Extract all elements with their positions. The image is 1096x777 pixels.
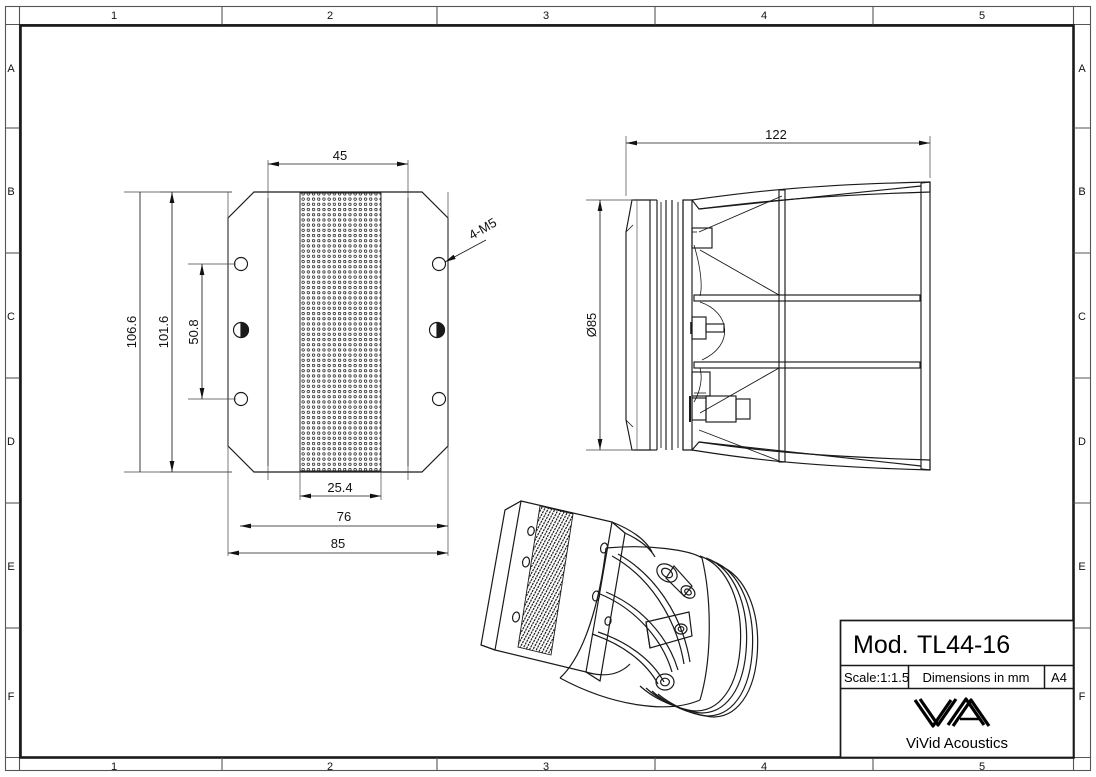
- zone-col-5-bottom: 5: [979, 761, 985, 773]
- front-view-dimension-lines: [139, 161, 448, 556]
- horn-center-rib: [778, 189, 786, 463]
- lower-connector-assembly: [689, 371, 751, 423]
- zone-row-d-left: D: [7, 436, 15, 448]
- zone-row-c-right: C: [1078, 311, 1086, 323]
- title-block: Mod. TL44-16 Scale:1:1.5 Dimensions in m…: [839, 619, 1075, 759]
- dim-106-6: 106.6: [124, 316, 139, 349]
- zone-col-1-bottom: 1: [111, 761, 117, 773]
- iso-mid-bracket: [645, 611, 693, 649]
- grille-perforation-area: [299, 192, 382, 472]
- zone-col-2-bottom: 2: [327, 761, 333, 773]
- horn-mouth-edge: [920, 182, 931, 470]
- zone-row-a-right: A: [1078, 63, 1086, 75]
- side-view-horn-assembly: [625, 181, 931, 471]
- iso-horn-mouth-rings: [639, 555, 759, 718]
- side-view-dimension-texts: 122 Ø85: [584, 127, 787, 337]
- zone-row-f-right: F: [1079, 691, 1086, 703]
- zone-row-b-left: B: [7, 186, 14, 198]
- title-block-brand: ViVid Acoustics: [906, 735, 1008, 752]
- dim-76: 76: [337, 509, 351, 524]
- dim-25-4: 25.4: [327, 480, 352, 495]
- front-view-extension-lines: [124, 160, 449, 556]
- front-view-dimension-texts: 45 106.6 101.6 50.8 25.4 76 85: [124, 148, 353, 551]
- zone-col-4-top: 4: [761, 10, 767, 22]
- dim-101-6: 101.6: [156, 316, 171, 349]
- zone-row-ticks: [5, 127, 1091, 629]
- title-block-model-value: TL44-16: [917, 631, 1010, 659]
- iso-plate-chamfers: [480, 500, 626, 682]
- horn-vane-lower: [693, 361, 921, 369]
- isometric-view-compression-driver-horn: [480, 500, 759, 718]
- zone-row-e-right: E: [1078, 561, 1085, 573]
- center-shaft-assembly: [690, 316, 725, 340]
- thread-callout-4-m5: 4-M5: [444, 215, 499, 263]
- title-block-model-label: Mod.: [853, 631, 909, 659]
- zone-numbers-top: 1 2 3 4 5: [111, 10, 985, 22]
- thread-callout-label: 4-M5: [466, 215, 499, 243]
- side-boss-right: [428, 321, 446, 339]
- title-block-units: Dimensions in mm: [923, 670, 1030, 685]
- title-block-paper-size: A4: [1051, 670, 1067, 685]
- horn-upper-flare: [690, 181, 931, 210]
- driver-rear-body: [625, 199, 651, 451]
- iso-grille-perforation: [517, 505, 574, 656]
- front-view-mounting-plate: [227, 191, 449, 473]
- zone-column-ticks: [221, 6, 874, 771]
- side-view-dimension-lines: [597, 140, 930, 450]
- zone-col-3-top: 3: [543, 10, 549, 22]
- iso-driver-side-panel: [585, 521, 656, 676]
- iso-mounting-holes: [511, 526, 612, 626]
- zone-col-4-bottom: 4: [761, 761, 767, 773]
- horn-vane-upper: [693, 294, 921, 302]
- dim-85: 85: [331, 536, 345, 551]
- title-block-scale: Scale:1:1.5: [844, 670, 909, 685]
- side-boss-left: [232, 321, 250, 339]
- zone-row-c-left: C: [7, 311, 15, 323]
- dim-50-8: 50.8: [186, 319, 201, 344]
- horn-lower-flare: [690, 441, 931, 471]
- mount-hole-bottom-left: [233, 391, 249, 407]
- iso-horn-ribs: [591, 553, 691, 685]
- zone-numbers-bottom: 1 2 3 4 5: [111, 761, 985, 773]
- zone-row-e-left: E: [7, 561, 14, 573]
- zone-col-5-top: 5: [979, 10, 985, 22]
- dim-diameter-85: Ø85: [584, 313, 599, 338]
- horn-internal-bracing: [693, 195, 783, 463]
- dim-45: 45: [333, 148, 347, 163]
- horn-inner-wall-upper: [698, 185, 922, 210]
- zone-letters-left: A B C D E F: [7, 63, 15, 703]
- zone-row-a-left: A: [7, 63, 15, 75]
- iso-terminal-cluster: [656, 563, 696, 599]
- vivid-acoustics-va-monogram-icon: [913, 697, 991, 728]
- zone-letters-right: A B C D E F: [1078, 63, 1086, 703]
- zone-col-2-top: 2: [327, 10, 333, 22]
- iso-horn-body: [559, 546, 710, 708]
- zone-col-1-top: 1: [111, 10, 117, 22]
- zone-row-d-right: D: [1078, 436, 1086, 448]
- mount-hole-bottom-right: [431, 391, 447, 407]
- mount-hole-top-left: [233, 256, 249, 272]
- upper-mount-stub: [691, 227, 713, 249]
- zone-row-f-left: F: [8, 691, 15, 703]
- mount-hole-top-right: [431, 256, 447, 272]
- drawing-border: [19, 24, 1075, 759]
- zone-col-3-bottom: 3: [543, 761, 549, 773]
- horn-inner-wall-lower: [698, 441, 922, 467]
- dim-122: 122: [765, 127, 787, 142]
- iso-bottom-boss: [655, 673, 675, 691]
- zone-row-b-right: B: [1078, 186, 1085, 198]
